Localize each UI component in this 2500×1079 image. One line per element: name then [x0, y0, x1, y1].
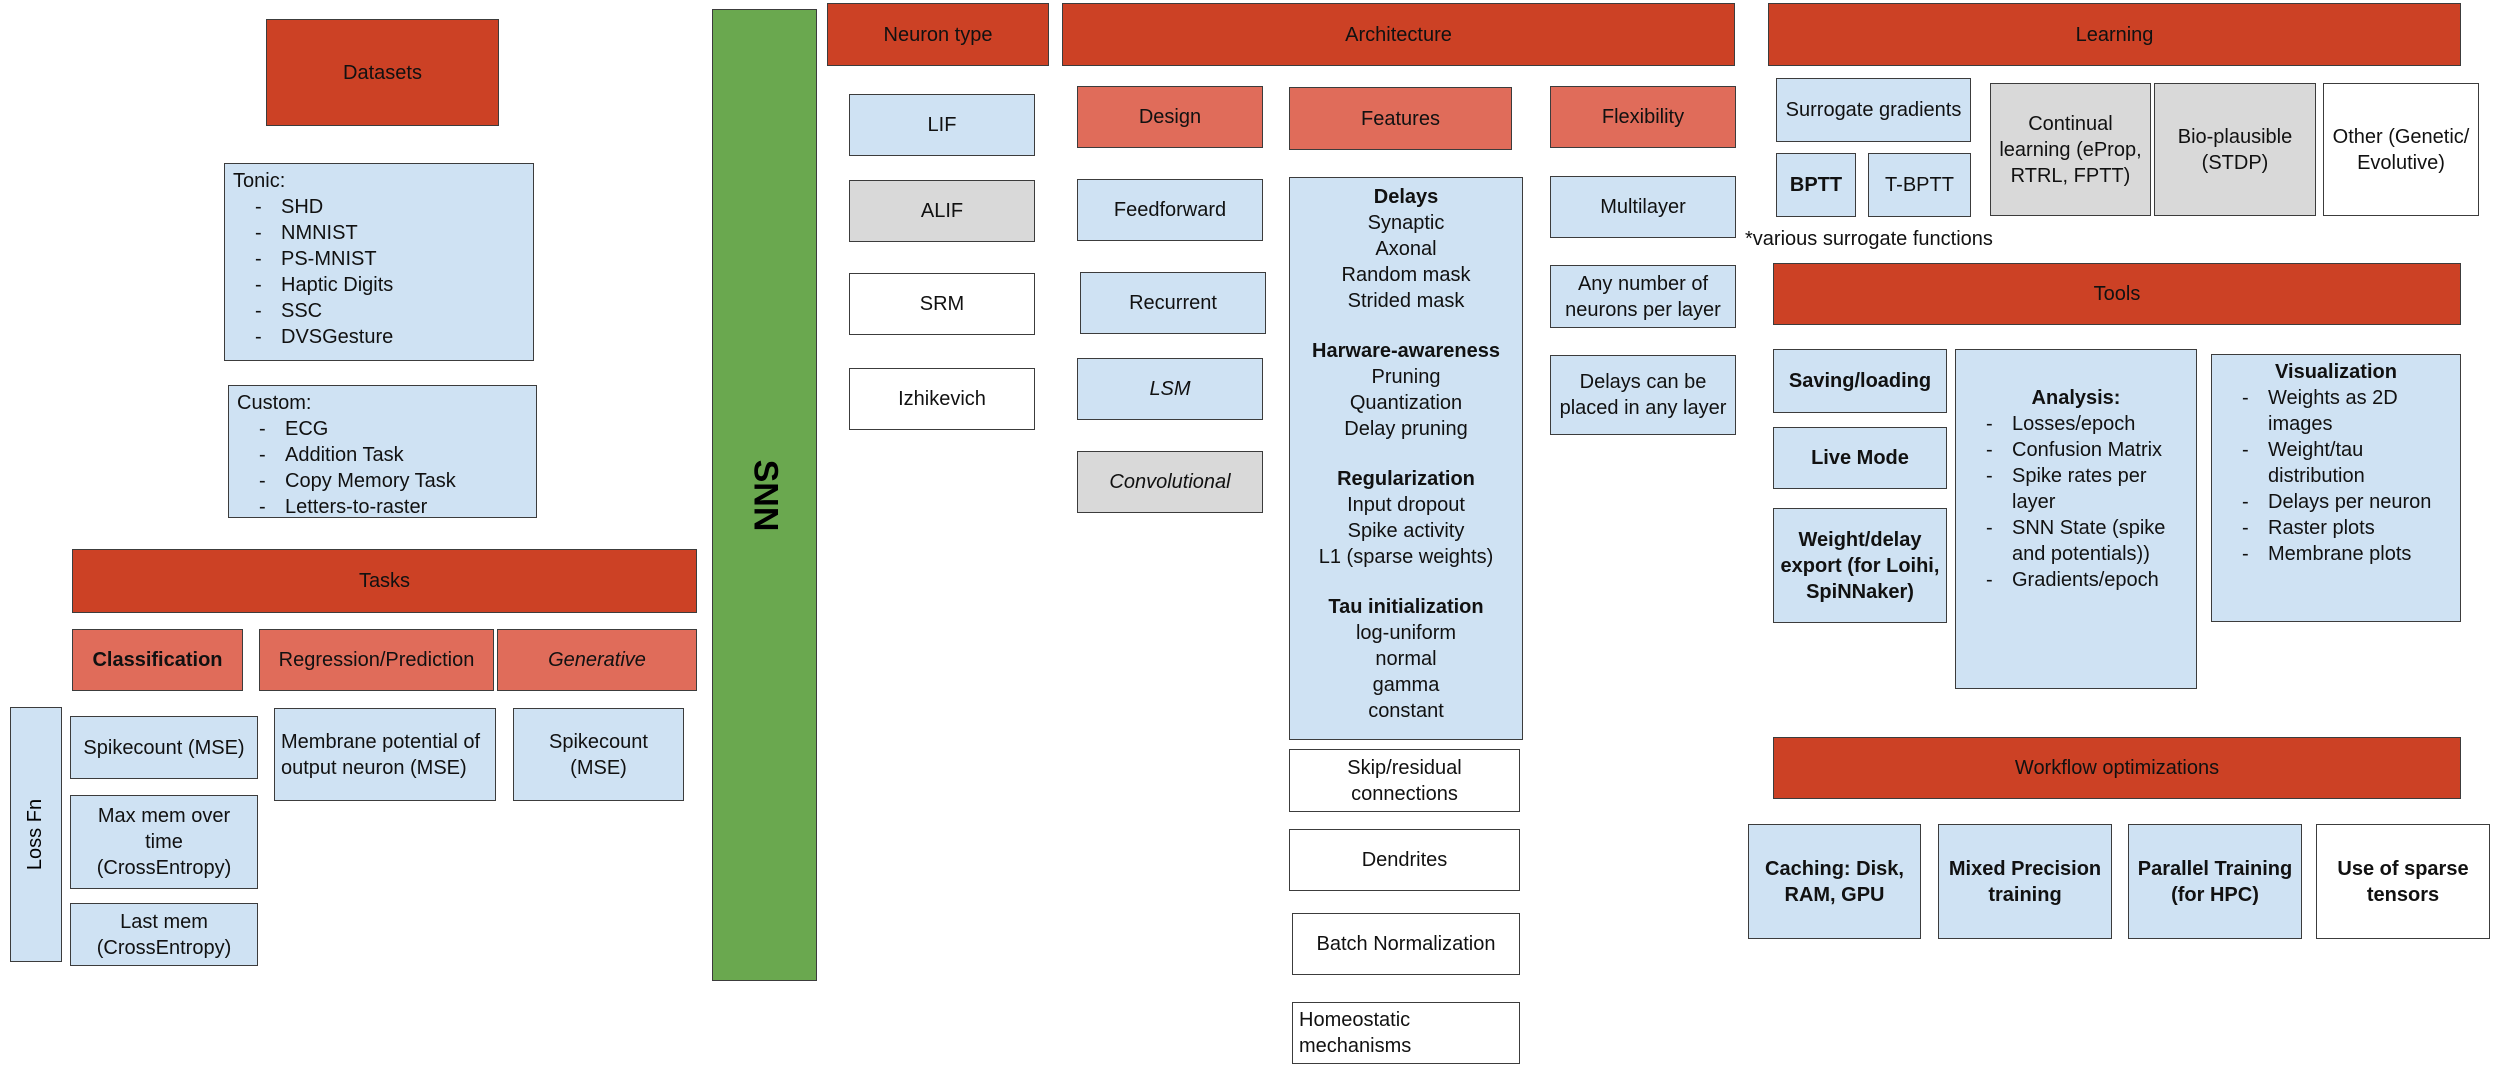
flexibility-neurons-per-layer: Any number of neurons per layer [1550, 265, 1736, 328]
custom-item: Addition Task [237, 442, 528, 468]
tonic-item: SSC [233, 298, 525, 324]
tonic-datasets-box: Tonic: SHD NMNIST PS-MNIST Haptic Digits… [224, 163, 534, 361]
analysis-title: Analysis: [2031, 387, 2121, 409]
neuron-alif: ALIF [849, 180, 1035, 242]
generative-task: Generative [497, 629, 697, 691]
features-box: Delays Synaptic Axonal Random mask Strid… [1289, 177, 1523, 740]
features-skip-residual: Skip/residual connections [1289, 749, 1520, 812]
tonic-item: Haptic Digits [233, 272, 525, 298]
loss-membrane-potential: Membrane potential of output neuron (MSE… [274, 708, 496, 801]
analysis-item: Spike rates per layer [1964, 463, 2188, 515]
tonic-title: Tonic: [233, 170, 286, 192]
design-lsm: LSM [1077, 358, 1263, 420]
loss-fn-label: Loss Fn [10, 707, 62, 962]
visualization-item: Weights as 2D images [2220, 385, 2452, 437]
learning-header: Learning [1768, 3, 2461, 66]
tools-analysis: Analysis: Losses/epoch Confusion Matrix … [1955, 349, 2197, 689]
features-hardware-awareness: Harware-awareness Pruning Quantization D… [1312, 340, 1500, 440]
architecture-header: Architecture [1062, 3, 1735, 66]
loss-max-mem: Max mem over time (CrossEntropy) [70, 795, 258, 889]
visualization-item: Raster plots [2220, 515, 2452, 541]
features-tau-initialization: Tau initialization log-uniform normal ga… [1328, 596, 1484, 722]
analysis-item: Confusion Matrix [1964, 437, 2188, 463]
tasks-header: Tasks [72, 549, 697, 613]
analysis-item: Gradients/epoch [1964, 567, 2188, 593]
tools-weight-delay-export: Weight/delay export (for Loihi, SpiNNake… [1773, 508, 1947, 623]
workflow-caching: Caching: Disk, RAM, GPU [1748, 824, 1921, 939]
features-batch-normalization: Batch Normalization [1292, 913, 1520, 975]
tools-visualization: Visualization Weights as 2D images Weigh… [2211, 354, 2461, 622]
custom-datasets-box: Custom: ECG Addition Task Copy Memory Ta… [228, 385, 537, 520]
workflow-mixed-precision: Mixed Precision training [1938, 824, 2112, 939]
design-feedforward: Feedforward [1077, 179, 1263, 241]
features-homeostatic: Homeostatic mechanisms [1292, 1002, 1520, 1064]
loss-spikecount: Spikecount (MSE) [70, 716, 258, 779]
visualization-item: Weight/tau distribution [2220, 437, 2452, 489]
neuron-izhikevich: Izhikevich [849, 368, 1035, 430]
tools-live-mode: Live Mode [1773, 427, 1947, 489]
design-convolutional: Convolutional [1077, 451, 1263, 513]
tonic-item: DVSGesture [233, 324, 525, 350]
workflow-header: Workflow optimizations [1773, 737, 2461, 799]
features-regularization: Regularization Input dropout Spike activ… [1318, 468, 1494, 568]
visualization-title: Visualization [2275, 361, 2397, 383]
tools-saving-loading: Saving/loading [1773, 349, 1947, 413]
tonic-item: PS-MNIST [233, 246, 525, 272]
workflow-parallel-training: Parallel Training (for HPC) [2128, 824, 2302, 939]
workflow-sparse-tensors: Use of sparse tensors [2316, 824, 2490, 939]
neuron-type-header: Neuron type [827, 3, 1049, 66]
design-recurrent: Recurrent [1080, 272, 1266, 334]
learning-bio-plausible: Bio-plausible (STDP) [2154, 83, 2316, 216]
surrogate-note: *various surrogate functions [1745, 228, 1993, 250]
visualization-item: Membrane plots [2220, 541, 2452, 567]
analysis-item: SNN State (spike and potentials)) [1964, 515, 2188, 567]
custom-title: Custom: [237, 392, 312, 414]
features-delays: Delays Synaptic Axonal Random mask Strid… [1341, 186, 1471, 312]
analysis-item: Losses/epoch [1964, 411, 2188, 437]
custom-item: Copy Memory Task [237, 468, 528, 494]
learning-bptt: BPTT [1776, 153, 1856, 217]
regression-task: Regression/Prediction [259, 629, 494, 691]
loss-generative-spikecount: Spikecount (MSE) [513, 708, 684, 801]
features-dendrites: Dendrites [1289, 829, 1520, 891]
tools-header: Tools [1773, 263, 2461, 325]
custom-item: Letters-to-raster [237, 494, 528, 520]
neuron-lif: LIF [849, 94, 1035, 156]
snn-bar: SNN [712, 9, 817, 981]
learning-other: Other (Genetic/ Evolutive) [2323, 83, 2479, 216]
datasets-header: Datasets [266, 19, 499, 126]
flexibility-header: Flexibility [1550, 86, 1736, 148]
neuron-srm: SRM [849, 273, 1035, 335]
tonic-item: SHD [233, 194, 525, 220]
flexibility-multilayer: Multilayer [1550, 176, 1736, 238]
visualization-item: Delays per neuron [2220, 489, 2452, 515]
features-header: Features [1289, 87, 1512, 150]
loss-last-mem: Last mem (CrossEntropy) [70, 903, 258, 966]
custom-item: ECG [237, 416, 528, 442]
learning-tbptt: T-BPTT [1868, 153, 1971, 217]
flexibility-delays-any-layer: Delays can be placed in any layer [1550, 355, 1736, 435]
design-header: Design [1077, 86, 1263, 148]
tonic-item: NMNIST [233, 220, 525, 246]
classification-task: Classification [72, 629, 243, 691]
learning-continual: Continual learning (eProp, RTRL, FPTT) [1990, 83, 2151, 216]
learning-surrogate-gradients: Surrogate gradients [1776, 78, 1971, 142]
